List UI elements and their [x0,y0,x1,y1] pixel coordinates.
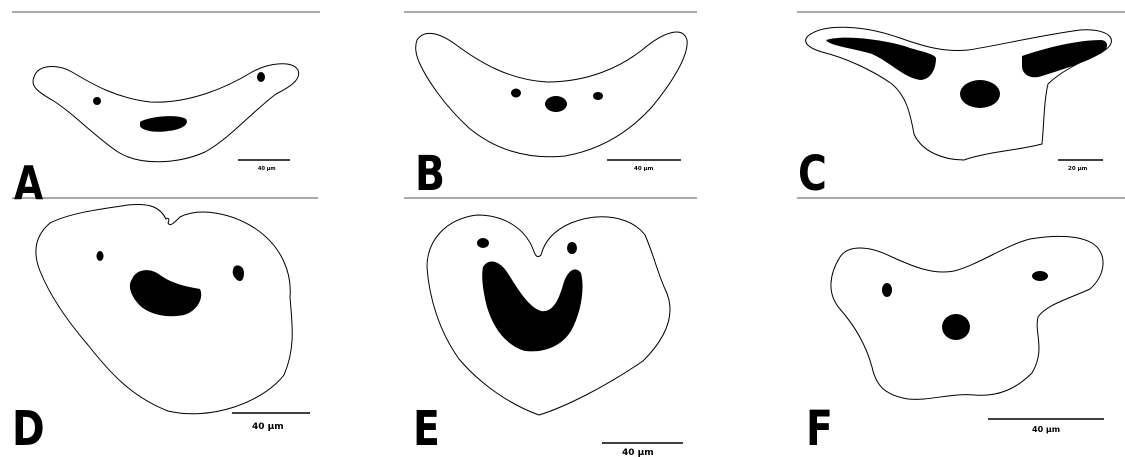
vascular-bundle-e-right [567,242,577,254]
panel-letter-d: D [12,405,45,453]
vascular-bundle-a-center [140,116,187,132]
panel-letter-e: E [413,405,440,453]
vascular-bundle-e-left [477,238,489,248]
vascular-bundle-d-left [97,251,104,261]
vascular-bundle-b-center [545,96,567,112]
panel-letter-a: A [14,160,43,206]
scale-label-a: 40 µm [258,166,276,172]
cross-section-a: 40 µm [0,0,375,227]
panel-letter-b: B [415,150,445,198]
panel-e: 40 µm E [375,227,750,454]
section-outline-b [416,32,687,157]
panel-d: 40 µm D [0,227,375,454]
panel-a: 40 µm A [0,0,375,227]
vascular-bundle-f-right [1032,271,1048,281]
vascular-bundle-a-left [93,97,101,105]
vascular-bundle-c-center [960,80,1000,108]
cross-section-d: 40 µm [0,227,375,454]
vascular-bundle-a-right [257,72,265,82]
vascular-bundle-b-right [593,92,603,100]
panel-letter-c: C [798,150,827,198]
vascular-bundle-d-right [233,265,244,281]
panel-letter-f: F [806,405,833,453]
vascular-bundle-d-center [130,270,201,316]
scale-label-e: 40 µm [622,448,654,457]
vascular-bundle-b-left [511,89,521,98]
panel-b: 40 µm B [375,0,750,227]
panel-c: 20 µm C [750,0,1125,227]
scale-label-b: 40 µm [634,166,654,172]
vascular-bundle-f-left [882,283,892,297]
scale-label-c: 20 µm [1068,166,1088,172]
scale-label-d: 40 µm [252,422,284,432]
panel-f: 40 µm F [750,227,1125,454]
section-outline-f [831,236,1103,399]
scale-label-f: 40 µm [1032,425,1060,434]
vascular-bundle-f-center [942,314,970,340]
vascular-bundle-e-center [482,261,582,351]
